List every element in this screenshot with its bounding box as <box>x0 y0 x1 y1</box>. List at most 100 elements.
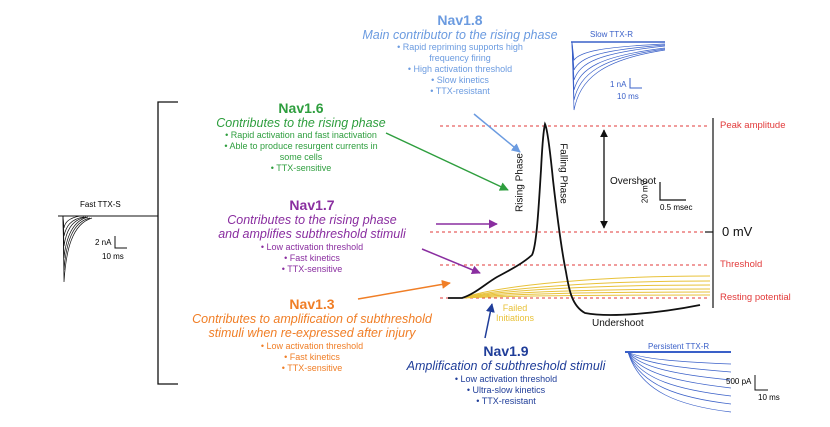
nav16-arrow <box>385 132 509 191</box>
failed-trace <box>461 288 711 299</box>
failed-label-line-2: Initiations <box>495 313 535 323</box>
fast-current-trace <box>62 215 93 283</box>
nav19-bullet: • Low activation threshold <box>454 374 558 384</box>
persistent-current-trace <box>627 351 732 365</box>
nav13-arrow <box>357 279 451 300</box>
nav18-bullet: • Slow kinetics <box>431 75 489 85</box>
nav16-bullet: • TTX-sensitive <box>270 163 332 173</box>
ap-voltage-scale-label: 20 mV <box>640 179 650 204</box>
persistent-current-scale-label: 500 pA <box>726 377 752 386</box>
fast-ttx-s-title: Fast TTX-S <box>80 200 121 209</box>
slow-ttx-r-inset <box>571 41 666 111</box>
ap-time-scale-label: 0.5 msec <box>660 203 693 212</box>
overshoot-label: Overshoot <box>610 176 657 187</box>
nav19-block: Nav1.9 Amplification of subthreshold sti… <box>396 343 616 407</box>
peak-amplitude-label: Peak amplitude <box>720 120 786 131</box>
nav17-bullet: • Fast kinetics <box>284 253 340 263</box>
persistent-current-trace <box>627 351 732 405</box>
ap-scale-bar <box>659 182 686 201</box>
fast-current-trace <box>62 215 89 259</box>
failed-trace <box>461 275 711 299</box>
persistent-time-scale-label: 10 ms <box>758 393 780 402</box>
left-bracket <box>157 101 178 385</box>
nav16-bullet: • Rapid activation and fast inactivation <box>225 130 377 140</box>
nav18-bullet: • Rapid repriming supports high frequenc… <box>397 42 523 63</box>
nav17-name: Nav1.7 <box>289 197 335 213</box>
nav13-name: Nav1.3 <box>289 296 335 312</box>
persistent-current-trace <box>627 351 732 381</box>
fast-current-trace <box>62 215 91 271</box>
slow-current-trace <box>571 41 666 91</box>
slow-current-trace <box>571 41 666 71</box>
persistent-ttx-r-inset <box>625 351 768 413</box>
slow-time-scale-label: 10 ms <box>617 92 639 101</box>
persistent-current-trace <box>627 351 732 397</box>
nav17-block: Nav1.7 Contributes to the rising phase a… <box>196 197 428 275</box>
nav19-bullets: • Low activation threshold • Ultra-slow … <box>396 374 616 407</box>
zero-mv-label: 0 mV <box>722 224 753 239</box>
nav19-bullet: • TTX-resistant <box>476 396 536 406</box>
fast-current-trace <box>62 215 87 247</box>
slow-current-trace <box>571 41 666 111</box>
persistent-current-trace <box>627 351 732 389</box>
failed-trace <box>461 291 711 299</box>
nav17-bullet: • TTX-sensitive <box>281 264 343 274</box>
nav17-subtitle-2: and amplifies subthreshold stimuli <box>218 227 406 241</box>
nav16-block: Nav1.6 Contributes to the rising phase •… <box>196 100 406 174</box>
failed-initiation-traces <box>461 275 711 299</box>
falling-phase-label: Falling Phase <box>557 143 569 204</box>
nav13-bullets: • Low activation threshold • Fast kineti… <box>176 341 448 374</box>
nav18-bullet: • High activation threshold <box>407 64 513 74</box>
fast-time-scale-label: 10 ms <box>102 252 124 261</box>
undershoot-label: Undershoot <box>592 318 644 329</box>
nav17-bullets: • Low activation threshold • Fast kineti… <box>196 242 428 275</box>
failed-initiations-label: Failed Initiations <box>480 303 550 323</box>
nav16-name: Nav1.6 <box>278 100 324 116</box>
nav13-bullet: • Low activation threshold <box>260 341 364 351</box>
nav17-arrow-2 <box>421 248 481 275</box>
slow-ttx-r-title: Slow TTX-R <box>590 30 633 39</box>
nav18-bullets: • Rapid repriming supports high frequenc… <box>390 42 530 97</box>
nav18-bullet: • TTX-resistant <box>430 86 490 96</box>
nav18-block: Nav1.8 Main contributor to the rising ph… <box>350 12 570 97</box>
nav19-subtitle: Amplification of subthreshold stimuli <box>406 359 606 373</box>
fast-ttx-s-inset <box>58 215 158 283</box>
nav13-bullet: • Fast kinetics <box>284 352 340 362</box>
slow-current-scale-label: 1 nA <box>610 80 627 89</box>
nav16-subtitle: Contributes to the rising phase <box>216 116 386 130</box>
nav18-arrow <box>473 113 521 153</box>
nav17-bullet: • Low activation threshold <box>260 242 364 252</box>
slow-scale-bar <box>629 78 642 89</box>
nav13-block: Nav1.3 Contributes to amplification of s… <box>176 296 448 374</box>
threshold-label: Threshold <box>720 259 763 270</box>
slow-current-trace <box>571 41 666 101</box>
fast-current-trace <box>62 215 85 237</box>
fast-scale-bar <box>114 236 127 249</box>
nav13-bullet: • TTX-sensitive <box>281 363 343 373</box>
resting-potential-label: Resting potential <box>720 292 791 303</box>
fast-current-trace <box>62 215 81 229</box>
fast-current-scale-label: 2 nA <box>95 238 112 247</box>
nav13-subtitle-2: stimuli when re-expressed after injury <box>208 326 416 340</box>
nav16-bullets: • Rapid activation and fast inactivation… <box>216 130 386 174</box>
nav19-name: Nav1.9 <box>483 343 529 359</box>
slow-current-trace <box>571 41 666 81</box>
nav17-subtitle-1: Contributes to the rising phase <box>227 213 397 227</box>
nav18-name: Nav1.8 <box>437 12 483 28</box>
failed-label-line-1: Failed <box>502 303 528 313</box>
action-potential-trace <box>448 121 701 316</box>
persistent-current-trace <box>627 351 732 413</box>
persistent-ttx-r-title: Persistent TTX-R <box>648 342 710 351</box>
failed-trace <box>461 294 711 299</box>
failed-trace <box>461 284 711 299</box>
nav13-subtitle-1: Contributes to amplification of subthres… <box>192 312 432 326</box>
nav16-bullet: • Able to produce resurgent currents in … <box>224 141 378 162</box>
nav19-bullet: • Ultra-slow kinetics <box>466 385 546 395</box>
nav19-arrow <box>484 303 495 339</box>
failed-trace <box>461 280 711 299</box>
nav18-subtitle: Main contributor to the rising phase <box>362 28 558 42</box>
rising-phase-label: Rising Phase <box>514 153 526 212</box>
slow-current-trace <box>571 41 666 61</box>
